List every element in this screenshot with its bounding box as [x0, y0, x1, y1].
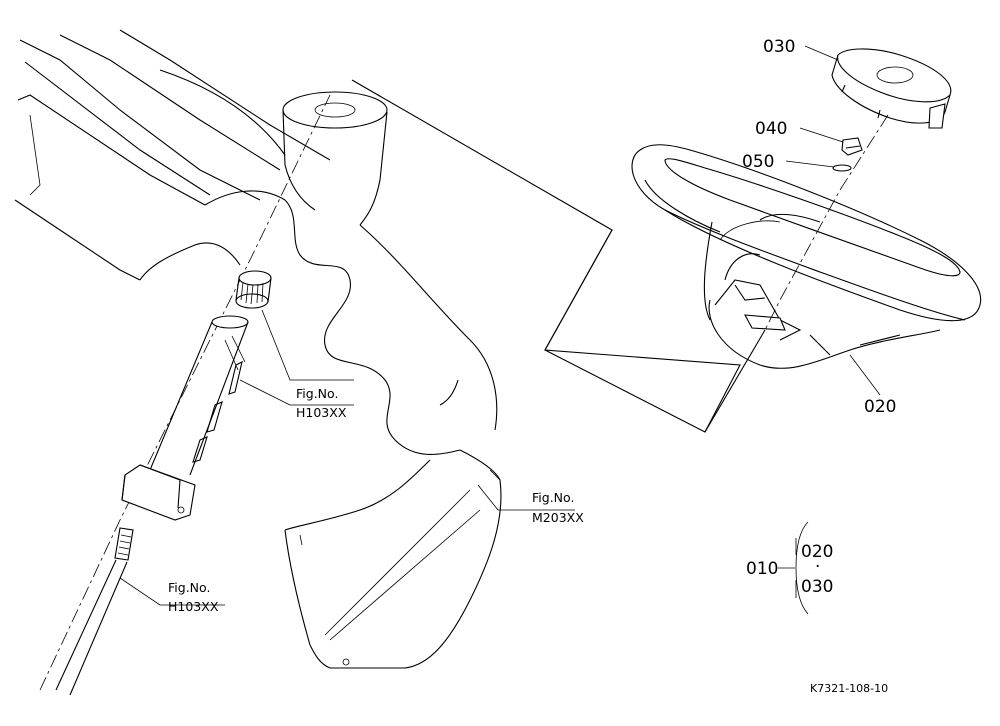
- assembly-separator: ·: [815, 557, 820, 577]
- lower-shaft: [55, 527, 134, 696]
- nut-040: [841, 137, 863, 156]
- label-050: 050: [742, 152, 774, 172]
- dashboard-panel: [14, 29, 331, 281]
- fig-ref-lower-number: H103XX: [168, 599, 219, 614]
- splined-collar: [235, 270, 272, 309]
- fig-ref-upper-prefix: Fig.No.: [296, 386, 338, 401]
- label-020: 020: [864, 397, 896, 417]
- column-cover: [159, 69, 502, 669]
- drawing-code: K7321-108-10: [810, 682, 888, 695]
- assembly-parent: 010: [746, 559, 778, 579]
- assembly-child-2: 030: [801, 577, 833, 597]
- steering-column: [39, 94, 331, 696]
- column-bracket: [121, 464, 196, 521]
- fig-ref-cover-prefix: Fig.No.: [532, 490, 574, 505]
- center-cap: [831, 48, 952, 129]
- fig-ref-upper-number: H103XX: [296, 405, 347, 420]
- fig-ref-cover-number: M203XX: [532, 510, 584, 525]
- assembly-child-1: 020: [801, 542, 833, 562]
- explosion-plane: [351, 79, 741, 433]
- assembly-legend: 010 020 · 030: [746, 521, 833, 615]
- label-040: 040: [755, 119, 787, 139]
- leaders: [119, 45, 881, 606]
- upper-tube: [149, 315, 249, 476]
- label-030: 030: [763, 37, 795, 57]
- fig-ref-lower-prefix: Fig.No.: [168, 580, 210, 595]
- steering-wheel: [631, 144, 982, 369]
- washer-050: [832, 164, 852, 172]
